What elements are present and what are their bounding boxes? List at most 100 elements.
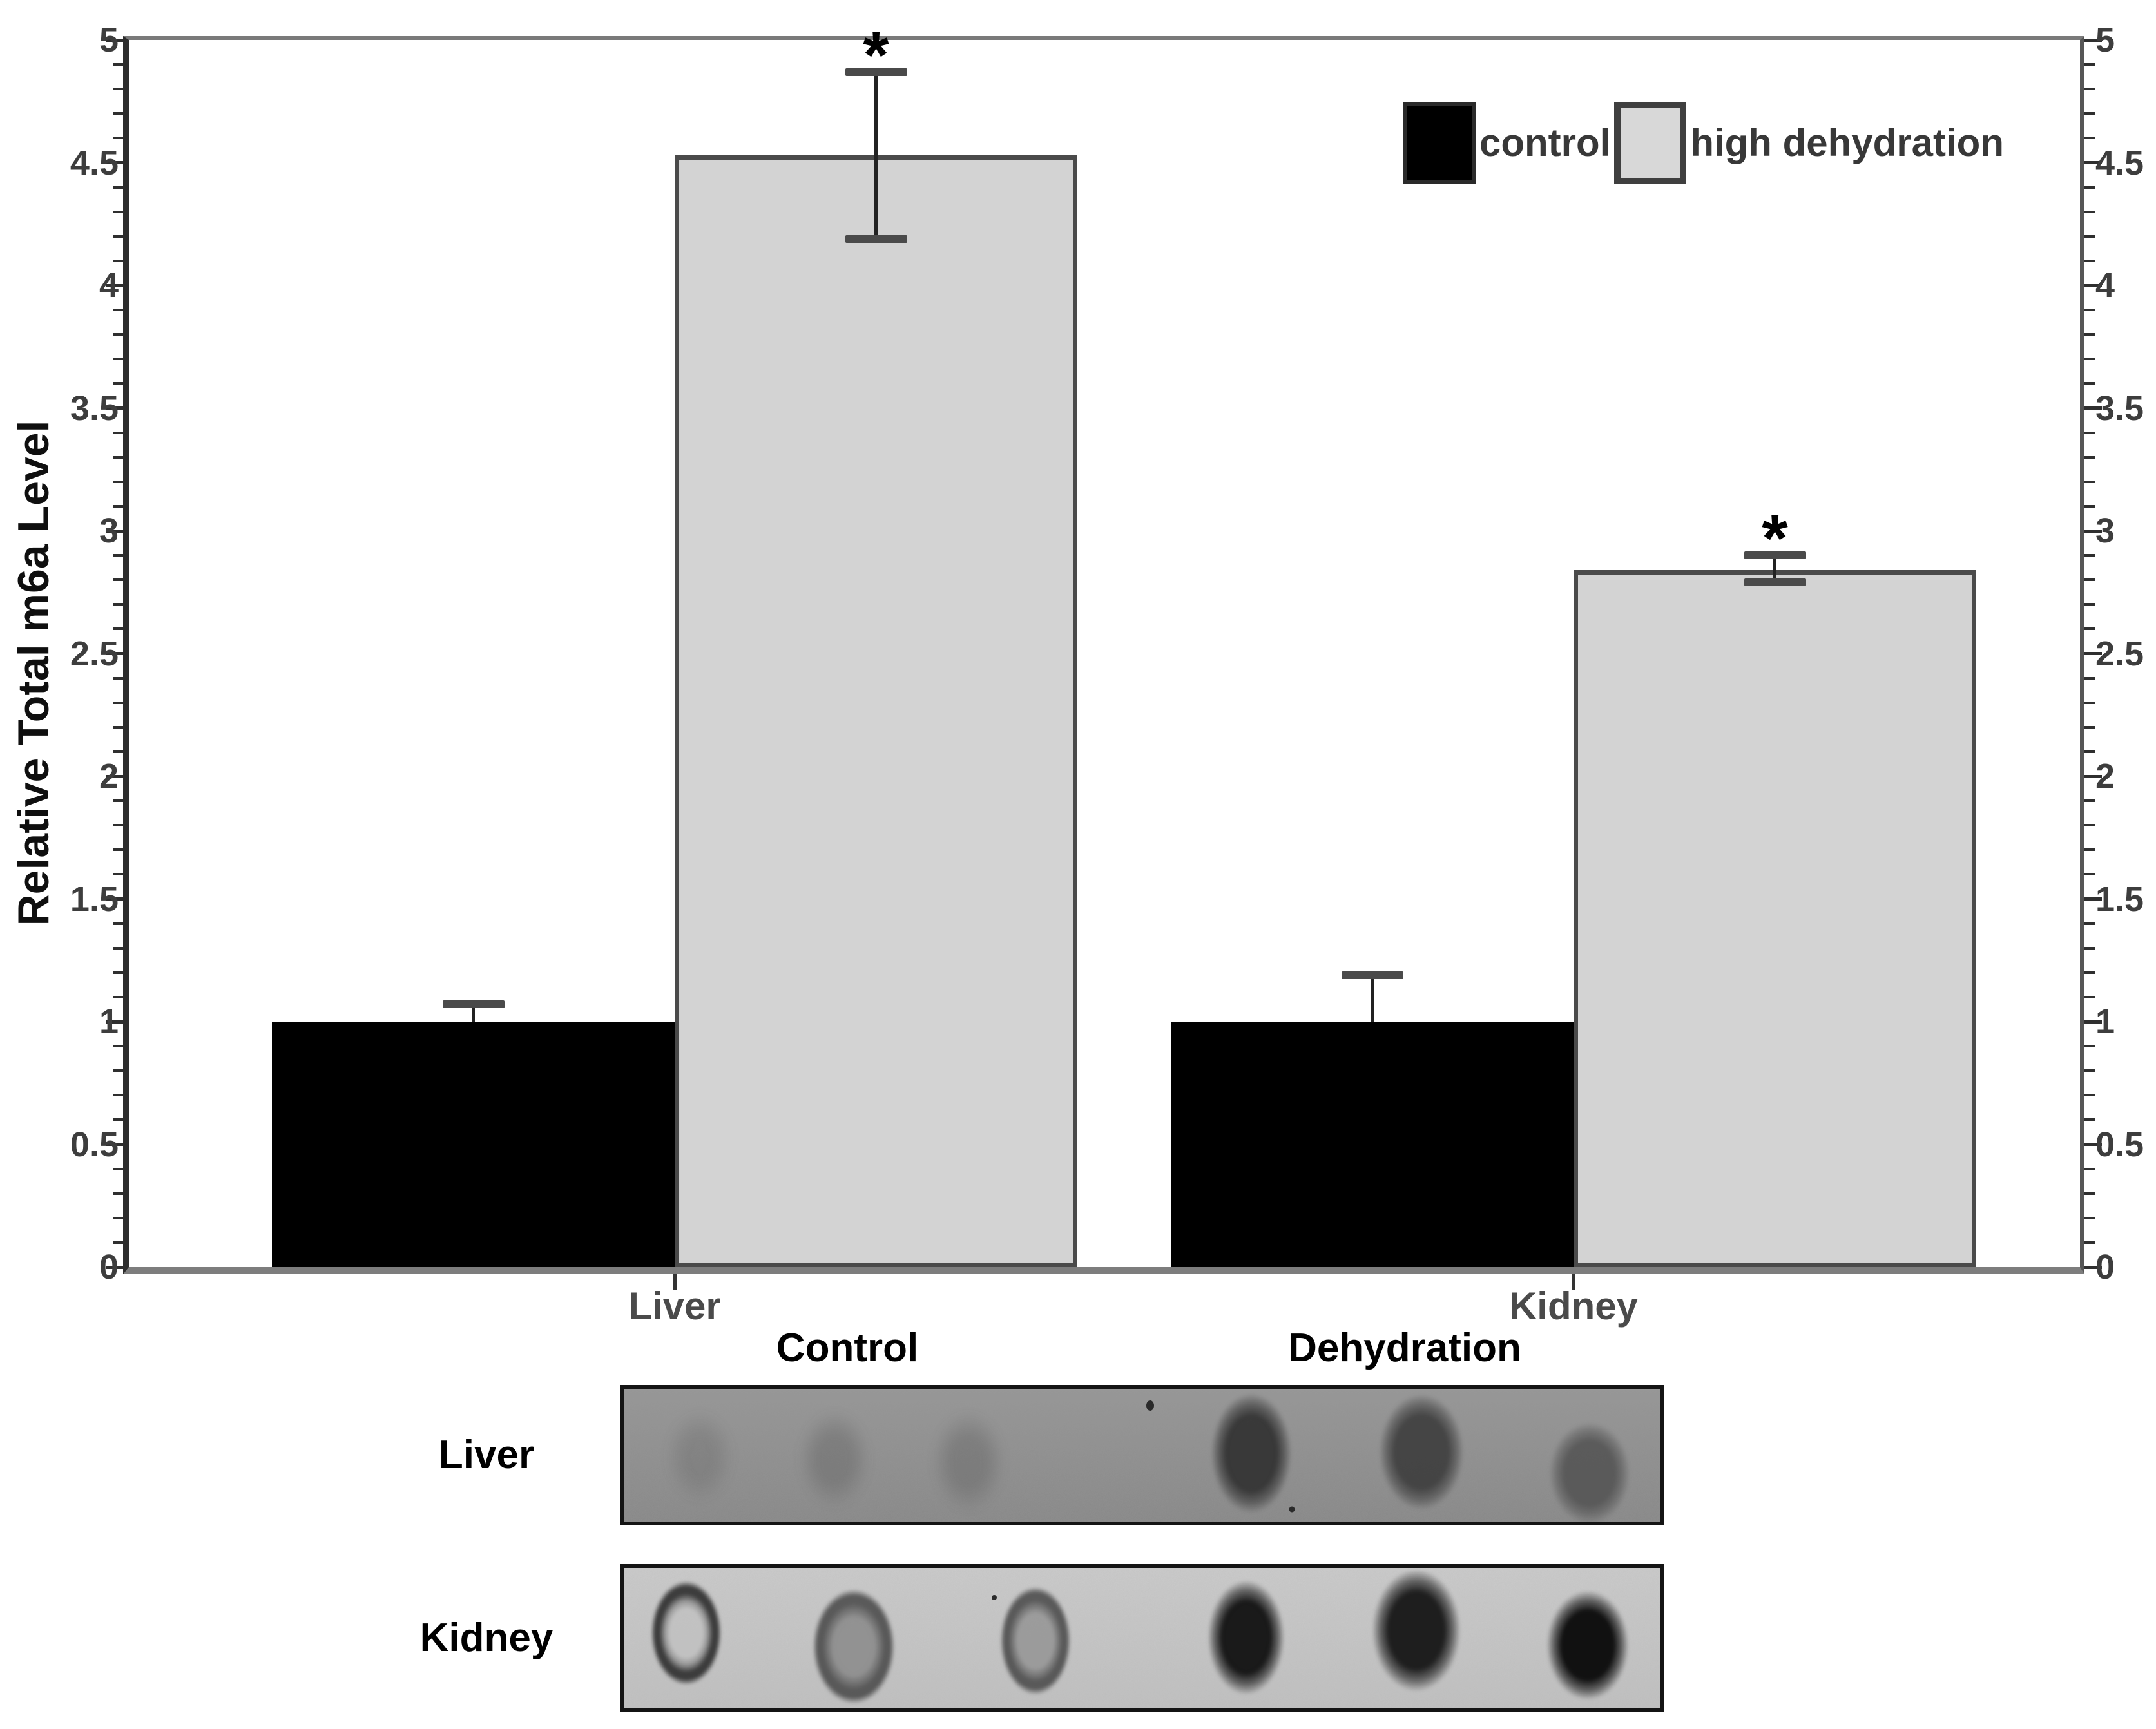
minor-tick — [113, 554, 123, 557]
minor-tick — [113, 88, 123, 91]
blot-speck — [1289, 1506, 1295, 1513]
minor-tick — [113, 799, 123, 803]
minor-tick — [2084, 309, 2095, 312]
y-tick-label-left: 2.5 — [70, 634, 119, 673]
error-bar-line — [1773, 555, 1776, 582]
y-tick-label-left: 3 — [99, 511, 119, 550]
y-tick-label-right: 1.5 — [2095, 879, 2144, 919]
x-axis-group-tick — [673, 1274, 677, 1290]
major-tick — [106, 38, 123, 42]
minor-tick — [113, 1216, 123, 1219]
minor-tick — [2084, 112, 2095, 115]
y-tick-label-left: 4.5 — [70, 143, 119, 182]
blot-column-header-control: Control — [776, 1326, 919, 1370]
minor-tick — [113, 750, 123, 753]
minor-tick — [113, 824, 123, 827]
y-tick-label-right: 0 — [2095, 1248, 2115, 1286]
minor-tick — [2084, 946, 2095, 950]
blot-dot-kidney-4 — [1208, 1580, 1285, 1696]
legend-label-control: control — [1479, 121, 1611, 164]
blot-row-label-liver: Liver — [438, 1433, 535, 1477]
y-tick-label-right: 0.5 — [2095, 1125, 2144, 1164]
major-tick — [2084, 1143, 2102, 1146]
minor-tick — [2084, 431, 2095, 434]
minor-tick — [2084, 603, 2095, 606]
blot-dot-kidney-5 — [1372, 1569, 1461, 1692]
error-bar-cap-top — [845, 68, 907, 76]
minor-tick — [113, 210, 123, 213]
major-tick — [2084, 38, 2102, 42]
major-tick — [2084, 897, 2102, 901]
blot-noise-texture — [624, 1568, 1660, 1708]
minor-tick — [113, 725, 123, 729]
minor-tick — [113, 1094, 123, 1097]
major-tick — [106, 652, 123, 655]
minor-tick — [113, 63, 123, 66]
major-tick — [106, 1265, 123, 1269]
minor-tick — [2084, 824, 2095, 827]
minor-tick — [113, 946, 123, 950]
minor-tick — [2084, 1069, 2095, 1073]
minor-tick — [2084, 1192, 2095, 1195]
major-tick — [2084, 529, 2102, 533]
minor-tick — [2084, 750, 2095, 753]
minor-tick — [2084, 333, 2095, 336]
minor-tick — [113, 309, 123, 312]
minor-tick — [113, 112, 123, 115]
x-axis-group-tick — [1572, 1274, 1575, 1290]
minor-tick — [113, 455, 123, 459]
y-tick-label-right: 2.5 — [2095, 634, 2144, 673]
minor-tick — [2084, 1216, 2095, 1219]
y-axis-title: Relative Total m6a Level — [9, 420, 58, 926]
major-tick — [106, 406, 123, 410]
minor-tick — [113, 1118, 123, 1122]
minor-tick — [2084, 1118, 2095, 1122]
minor-tick — [2084, 676, 2095, 680]
blot-dot-liver-6 — [1549, 1422, 1631, 1522]
significance-asterisk: * — [863, 17, 889, 93]
minor-tick — [2084, 504, 2095, 508]
minor-tick — [113, 259, 123, 262]
y-tick-label-left: 1 — [99, 1002, 119, 1041]
minor-tick — [113, 676, 123, 680]
legend-label-high-dehydration: high dehydration — [1690, 121, 2004, 164]
major-tick — [2084, 161, 2102, 164]
y-tick-label-right: 4.5 — [2095, 143, 2144, 182]
minor-tick — [2084, 1167, 2095, 1170]
minor-tick — [2084, 480, 2095, 483]
minor-tick — [113, 382, 123, 385]
minor-tick — [113, 358, 123, 361]
error-bar-cap-top — [442, 1000, 505, 1009]
minor-tick — [113, 848, 123, 852]
y-tick-label-left: 2 — [99, 757, 119, 796]
bar-liver-control — [272, 1022, 675, 1267]
y-tick-label-right: 1 — [2095, 1002, 2115, 1041]
minor-tick — [113, 873, 123, 876]
blot-speck — [1146, 1400, 1154, 1411]
bar-kidney-high-dehydration — [1574, 569, 1976, 1267]
minor-tick — [2084, 554, 2095, 557]
major-tick — [2084, 406, 2102, 410]
minor-tick — [113, 1241, 123, 1244]
legend-swatch-high-dehydration — [1614, 102, 1687, 184]
error-bar-cap-top — [1744, 551, 1806, 560]
significance-asterisk: * — [1762, 501, 1788, 577]
minor-tick — [2084, 234, 2095, 238]
minor-tick — [2084, 259, 2095, 262]
minor-tick — [2084, 725, 2095, 729]
blot-dot-liver-3 — [929, 1409, 1007, 1515]
error-bar-cap-top — [1341, 971, 1403, 979]
blot-dot-kidney-2 — [812, 1589, 895, 1704]
minor-tick — [113, 1192, 123, 1195]
y-tick-label-right: 3.5 — [2095, 388, 2144, 428]
minor-tick — [2084, 63, 2095, 66]
y-tick-label-right: 3 — [2095, 511, 2115, 550]
minor-tick — [113, 1069, 123, 1073]
major-tick — [2084, 774, 2102, 778]
minor-tick — [113, 578, 123, 582]
minor-tick — [113, 137, 123, 140]
y-tick-label-right: 5 — [2095, 21, 2115, 59]
y-tick-label-left: 4 — [99, 266, 119, 305]
blot-dot-kidney-6 — [1546, 1590, 1630, 1700]
blot-speck — [992, 1595, 997, 1600]
